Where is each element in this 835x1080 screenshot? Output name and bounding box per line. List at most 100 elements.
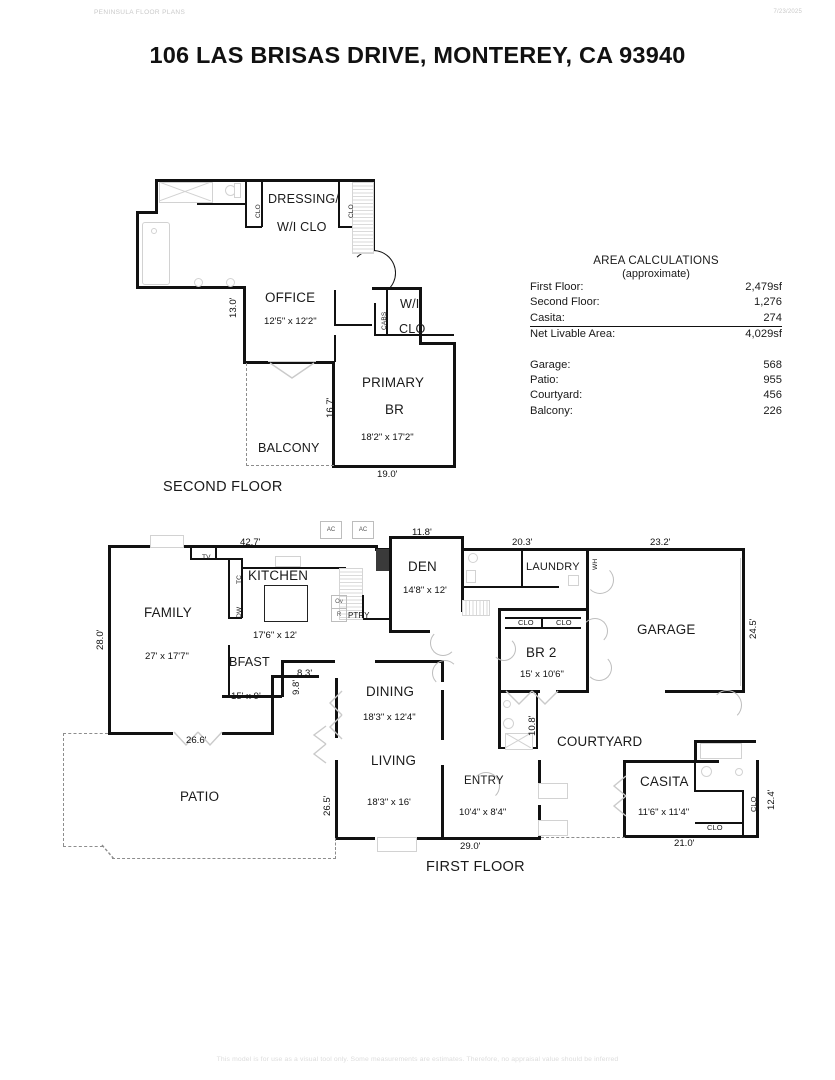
wall-segment <box>222 732 272 736</box>
door-swing <box>350 250 396 296</box>
wall-segment <box>521 586 559 588</box>
first-floor-title: FIRST FLOOR <box>426 859 525 875</box>
sink-fixture <box>226 278 235 287</box>
sink-fixture <box>194 278 203 287</box>
wall-segment <box>228 617 242 619</box>
dimension-label: 11.8' <box>412 527 432 538</box>
ac-unit-2: AC <box>352 521 374 539</box>
dimension-label: 20.3' <box>512 537 533 548</box>
wall-segment <box>241 558 243 618</box>
area-label: Courtyard: <box>530 389 583 402</box>
room-label-dressing: DRESSING/ <box>268 192 340 206</box>
entry-step <box>538 783 568 799</box>
sink-fixture <box>466 570 476 583</box>
washer-fixture <box>568 575 579 586</box>
patio-edge <box>63 733 64 846</box>
wall-segment <box>108 545 112 735</box>
patio-edge <box>63 733 108 734</box>
wall-segment <box>374 303 376 335</box>
trash-compactor-label: TC <box>236 575 243 584</box>
area-calculations-title: AREA CALCULATIONS <box>593 254 719 267</box>
wall-segment <box>372 287 422 291</box>
dimension-label: 23.2' <box>650 537 671 548</box>
wall-segment <box>441 690 445 740</box>
closet-label-clo: CLO <box>255 204 262 218</box>
wall-segment <box>461 536 465 550</box>
wall-segment <box>344 618 389 620</box>
wall-segment <box>521 548 523 586</box>
dimension-label: 21.0' <box>674 838 695 849</box>
area-label: Patio: <box>530 374 559 387</box>
wall-segment <box>498 690 540 694</box>
ac-unit-1: AC <box>320 521 342 539</box>
door-swing-icon <box>612 775 627 817</box>
wall-segment <box>742 548 746 693</box>
room-dims-family: 27' x 17'7" <box>145 651 189 662</box>
closet-label-clo: CLO <box>556 618 572 627</box>
dimension-label: 26.6' <box>186 735 207 746</box>
door-swing-icon <box>505 690 559 705</box>
balcony-door <box>268 361 316 363</box>
wall-segment <box>389 550 393 632</box>
door-swing <box>582 618 608 644</box>
refrigerator-label: R <box>331 608 347 622</box>
area-value: 1,276 <box>754 296 782 309</box>
closet-label-clo: CLO <box>348 204 355 218</box>
wall-segment <box>245 182 247 227</box>
door-swing <box>432 660 458 686</box>
room-dims-entry: 10'4" x 8'4" <box>459 807 507 818</box>
area-label: Balcony: <box>530 404 573 417</box>
toilet-fixture <box>503 718 514 729</box>
wall-segment <box>338 182 340 227</box>
area-row-total: Net Livable Area:4,029sf <box>530 327 782 342</box>
balcony-edge <box>246 363 247 466</box>
wall-segment <box>136 286 246 290</box>
room-dims-dining: 18'3" x 12'4" <box>363 712 416 723</box>
wall-segment <box>155 179 159 211</box>
garage-door-line <box>740 558 742 686</box>
disclaimer-text: This model is for use as a visual tool o… <box>216 1056 619 1063</box>
area-label: Net Livable Area: <box>530 328 616 341</box>
room-label-dining: DINING <box>366 684 415 699</box>
wall-segment <box>190 558 242 560</box>
window-fixture <box>150 535 184 548</box>
wall-segment <box>335 678 339 738</box>
door-swing <box>712 690 742 720</box>
wall-segment <box>335 837 375 841</box>
wall-segment <box>271 675 275 735</box>
oven-label: Ov <box>331 595 347 609</box>
second-floor-title: SECOND FLOOR <box>163 479 283 495</box>
wall-segment <box>461 548 745 552</box>
wall-segment <box>261 182 263 227</box>
room-dims-primary-br: 18'2" x 17'2" <box>361 432 414 443</box>
area-row: Patio:955 <box>530 373 782 388</box>
room-label-casita: CASITA <box>640 774 689 789</box>
closet-label-clo: CLO <box>518 618 534 627</box>
room-label-bfast: BFAST <box>229 655 270 669</box>
area-row: Courtyard:456 <box>530 388 782 403</box>
wall-segment <box>538 760 542 784</box>
wall-segment <box>389 630 430 634</box>
area-row: Casita:274 <box>530 311 782 328</box>
room-label-laundry: LAUNDRY <box>526 561 580 573</box>
wall-segment <box>334 324 372 326</box>
area-label: Second Floor: <box>530 296 600 309</box>
page-title: 106 LAS BRISAS DRIVE, MONTEREY, CA 93940 <box>149 42 686 68</box>
wall-segment <box>332 361 336 468</box>
room-label-family: FAMILY <box>144 605 192 620</box>
cabinet-label-cabs: CABS <box>381 311 388 330</box>
balcony-edge <box>246 465 334 466</box>
wall-segment <box>461 548 465 612</box>
toilet-fixture <box>701 766 712 777</box>
room-label-patio: PATIO <box>180 789 220 804</box>
wall-segment <box>386 303 388 335</box>
wall-segment <box>498 608 586 612</box>
dimension-label: 24.5' <box>748 618 759 639</box>
stair-opening <box>376 549 389 571</box>
entry-step <box>538 820 568 836</box>
wall-segment <box>419 342 456 346</box>
shower-icon <box>505 733 531 748</box>
closet-label-clo: CLO <box>707 823 723 832</box>
wall-segment <box>694 790 742 792</box>
wall-segment <box>108 732 173 736</box>
